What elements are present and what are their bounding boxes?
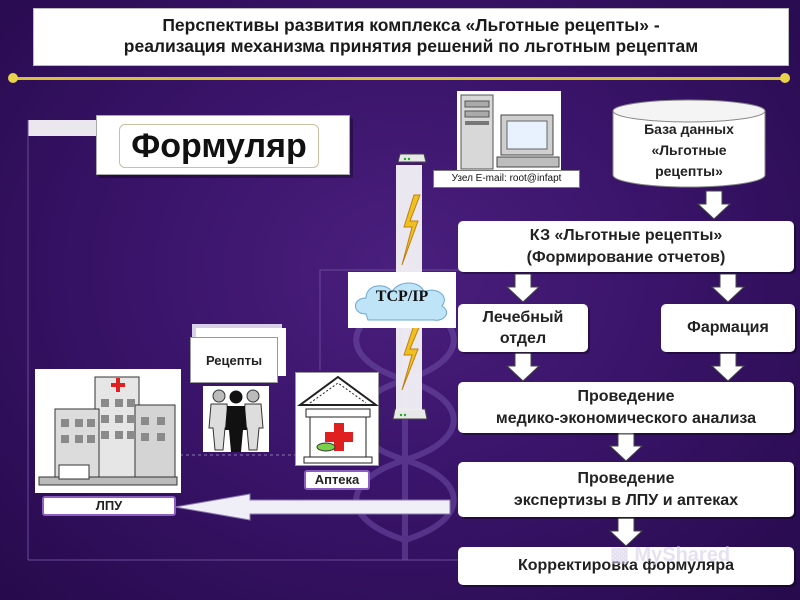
divider-dot-right — [780, 73, 790, 83]
people-icon — [208, 389, 264, 452]
people-image — [203, 386, 269, 452]
title-line-2: реализация механизма принятия решений по… — [123, 36, 699, 56]
server-computer-image — [457, 91, 561, 171]
expertise-box: Проведение экспертизы в ЛПУ и аптеках — [458, 462, 794, 517]
title-line-1: Перспективы развития комплекса «Льготные… — [162, 15, 660, 35]
arrow-down-icon — [608, 517, 644, 547]
database-icon — [612, 99, 766, 188]
pharmacy-building-icon — [296, 375, 380, 464]
arrow-down-icon — [505, 352, 541, 382]
medical-dept-box: Лечебный отдел — [458, 304, 588, 352]
apteka-label: Аптека — [304, 470, 370, 490]
hospital-icon — [38, 376, 178, 486]
server-icon — [460, 94, 560, 170]
recipes-label: Рецепты — [190, 337, 278, 383]
lightning-icon — [401, 324, 421, 391]
arrow-down-icon — [710, 352, 746, 382]
lightning-icon — [401, 194, 421, 266]
watermark: ▩ MyShared — [610, 544, 731, 566]
modem-top-icon — [397, 150, 427, 166]
arrow-down-icon — [505, 273, 541, 303]
arrow-down-icon — [696, 190, 732, 220]
formulary-title: Формуляр — [119, 124, 319, 168]
arrow-down-icon — [710, 273, 746, 303]
kz-reports-box: КЗ «Льготные рецепты» (Формирование отче… — [458, 221, 794, 272]
watermark-icon: ▩ — [610, 544, 635, 566]
cloud-icon — [355, 282, 447, 321]
divider-dot-left — [8, 73, 18, 83]
tcpip-panel: TCP/IP — [348, 272, 456, 328]
analysis-box: Проведение медико-экономического анализа — [458, 382, 794, 433]
database-cylinder: База данных «Льготные рецепты» — [612, 99, 766, 189]
pharmacy-box: Фармация — [661, 304, 795, 352]
page-title: Перспективы развития комплекса «Льготные… — [33, 8, 789, 66]
correction-box: Корректировка формуляра — [458, 547, 794, 585]
node-label: Узел E-mail: root@infapt — [433, 170, 580, 188]
pharmacy-building-image — [295, 372, 380, 466]
lpu-label: ЛПУ — [42, 496, 176, 516]
tcpip-label: TCP/IP — [375, 288, 429, 305]
title-divider — [12, 77, 788, 80]
hospital-image — [35, 369, 181, 493]
arrow-down-icon — [608, 432, 644, 462]
database-label: База данных «Льготные рецепты» — [644, 121, 734, 179]
formulary-panel: Формуляр — [96, 115, 350, 175]
